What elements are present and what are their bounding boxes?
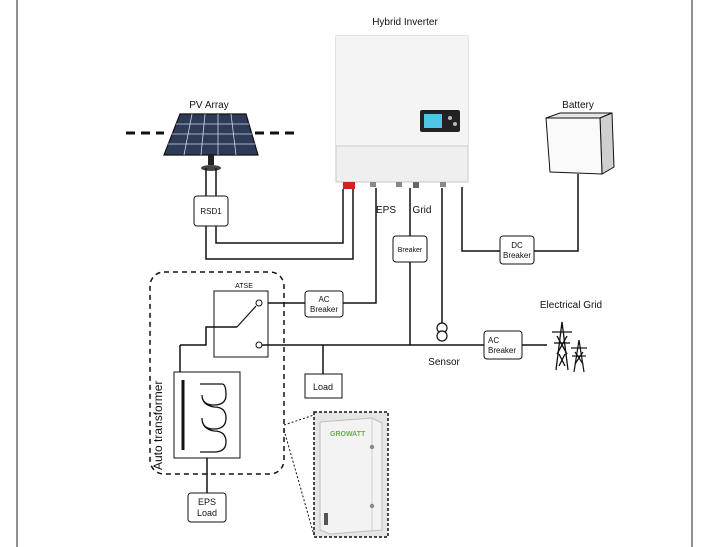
dc-switch bbox=[343, 182, 355, 189]
transmission-tower-small-icon bbox=[571, 339, 587, 373]
eps-ac-breaker-label-2: Breaker bbox=[310, 305, 338, 314]
eps-load-label-1: EPS bbox=[198, 497, 216, 507]
transmission-tower-icon bbox=[552, 321, 572, 371]
coil-icon bbox=[200, 383, 227, 453]
eps-ac-breaker-label-1: AC bbox=[318, 295, 329, 304]
pv-line-2 bbox=[205, 189, 354, 260]
rsd1-box bbox=[193, 195, 229, 227]
dc-breaker-label-2: Breaker bbox=[503, 251, 531, 260]
growatt-brand: GROWATT bbox=[330, 431, 366, 438]
battery bbox=[545, 112, 615, 175]
sensor-label: Sensor bbox=[428, 357, 460, 368]
load-box bbox=[304, 373, 343, 399]
sensor-bottom bbox=[436, 330, 448, 342]
load-label: Load bbox=[313, 382, 333, 392]
hybrid-inverter bbox=[335, 35, 469, 189]
dc-breaker-label-1: DC bbox=[511, 241, 523, 250]
pv-array bbox=[126, 113, 297, 171]
auto-transformer-label: Auto transformer bbox=[151, 381, 165, 470]
grid-ac-breaker-label-2: Breaker bbox=[488, 346, 516, 355]
auto-transformer-box bbox=[173, 371, 241, 459]
grid-breaker-label: Breaker bbox=[398, 247, 423, 254]
grid-port-label: Grid bbox=[413, 205, 432, 216]
pv-array-label: PV Array bbox=[189, 100, 228, 111]
eps-load-box bbox=[187, 492, 227, 523]
pv-line-1 bbox=[215, 189, 344, 244]
grid-ac-breaker-label-1: AC bbox=[488, 336, 499, 345]
eps-ac-breaker-box bbox=[304, 290, 344, 318]
growatt-cabinet: GROWATT bbox=[319, 417, 383, 535]
eps-port-label: EPS bbox=[376, 205, 396, 216]
electrical-grid-label: Electrical Grid bbox=[540, 300, 602, 311]
atse-label: ATSE bbox=[235, 283, 253, 290]
battery-label: Battery bbox=[562, 100, 594, 111]
inverter-title: Hybrid Inverter bbox=[372, 17, 438, 28]
eps-load-label-2: Load bbox=[197, 508, 217, 518]
rsd1-label: RSD1 bbox=[200, 207, 222, 216]
dc-breaker-box bbox=[499, 235, 535, 265]
